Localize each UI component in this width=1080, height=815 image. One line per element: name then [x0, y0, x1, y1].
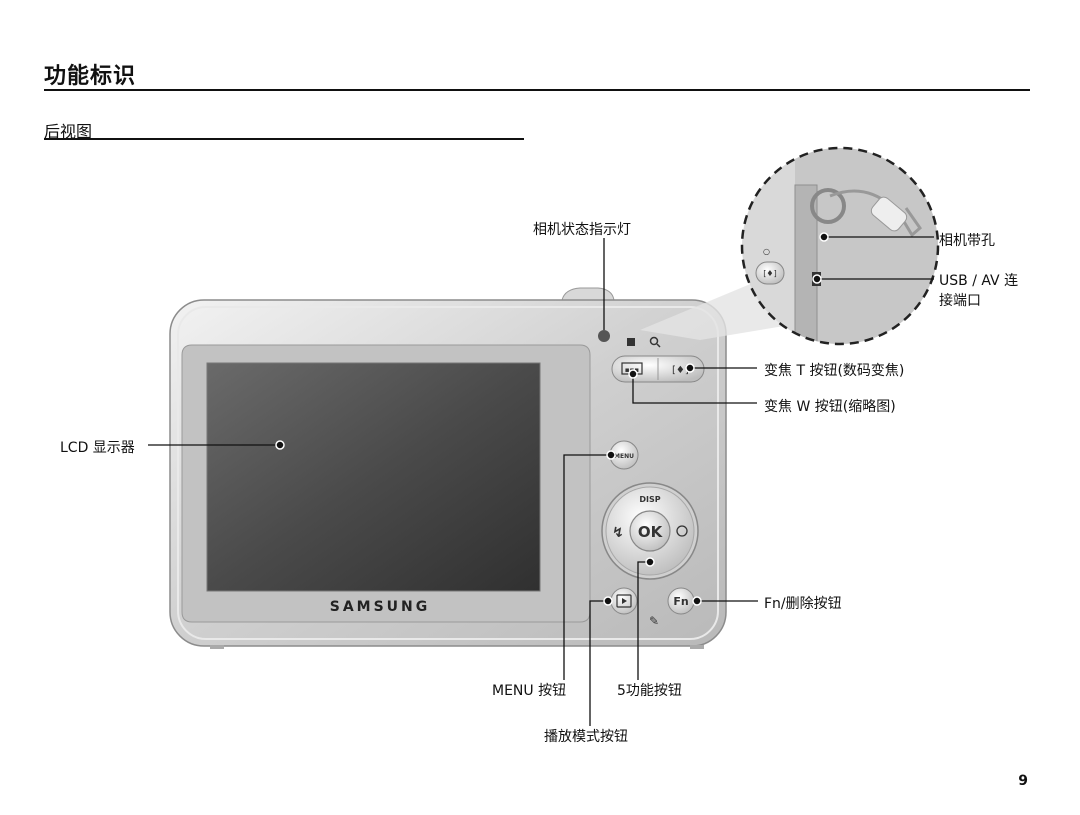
menu-dot: [606, 450, 616, 460]
label-play-mode: 播放模式按钮: [544, 729, 628, 745]
trash-icon: ✎: [649, 614, 659, 628]
shutter-button: [561, 287, 615, 301]
lcd-screen: [206, 362, 541, 592]
disp-text: DISP: [639, 495, 660, 504]
play-dot: [603, 596, 613, 606]
usb-dot: [812, 274, 822, 284]
flash-icon: ↯: [612, 525, 624, 541]
fn-dot: [692, 596, 702, 606]
label-menu-button: MENU 按钮: [492, 683, 567, 699]
svg-text:○: ○: [763, 247, 770, 256]
page-title: 功能标识: [44, 64, 137, 89]
zoom-t-icon: [♦]: [672, 365, 689, 376]
play-icon: [622, 598, 627, 604]
title-rule: [44, 89, 1030, 91]
timer-icon: [676, 525, 688, 537]
ok-button: [629, 510, 671, 552]
zoom-t-dot: [685, 363, 695, 373]
label-zoom-t: 变焦 T 按钮(数码变焦): [764, 363, 905, 379]
dpad-dot: [645, 557, 655, 567]
label-fn-delete: Fn/删除按钮: [764, 596, 842, 612]
label-status-lamp: 相机状态指示灯: [533, 222, 631, 238]
ok-button-text: OK: [638, 523, 664, 541]
detail-inset: [♦] ○: [742, 148, 938, 344]
section-rule: [44, 138, 524, 140]
lcd-dot: [275, 440, 285, 450]
label-five-function: 5功能按钮: [617, 683, 682, 699]
label-strap: 相机带孔: [939, 233, 995, 249]
magnify-icon: [649, 336, 659, 346]
inset-border: [740, 146, 940, 346]
brand-logo: SAMSUNG: [330, 599, 431, 615]
label-usb-av-line1: USB / AV 连: [939, 273, 1019, 289]
page-number: 9: [1018, 773, 1028, 789]
status-lamp: [598, 330, 610, 342]
svg-text:[♦]: [♦]: [763, 269, 776, 278]
label-usb-av-line2: 接端口: [939, 293, 981, 309]
label-zoom-w: 变焦 W 按钮(缩略图): [764, 399, 896, 415]
strap-loop: [810, 188, 846, 224]
strap-dot: [819, 232, 829, 242]
label-lcd: LCD 显示器: [60, 440, 135, 456]
menu-button-text: MENU: [614, 453, 634, 460]
zoom-w-dot: [628, 369, 638, 379]
section-title: 后视图: [44, 122, 93, 141]
thumbnail-icon: [627, 338, 635, 346]
fn-button-text: Fn: [673, 595, 688, 608]
